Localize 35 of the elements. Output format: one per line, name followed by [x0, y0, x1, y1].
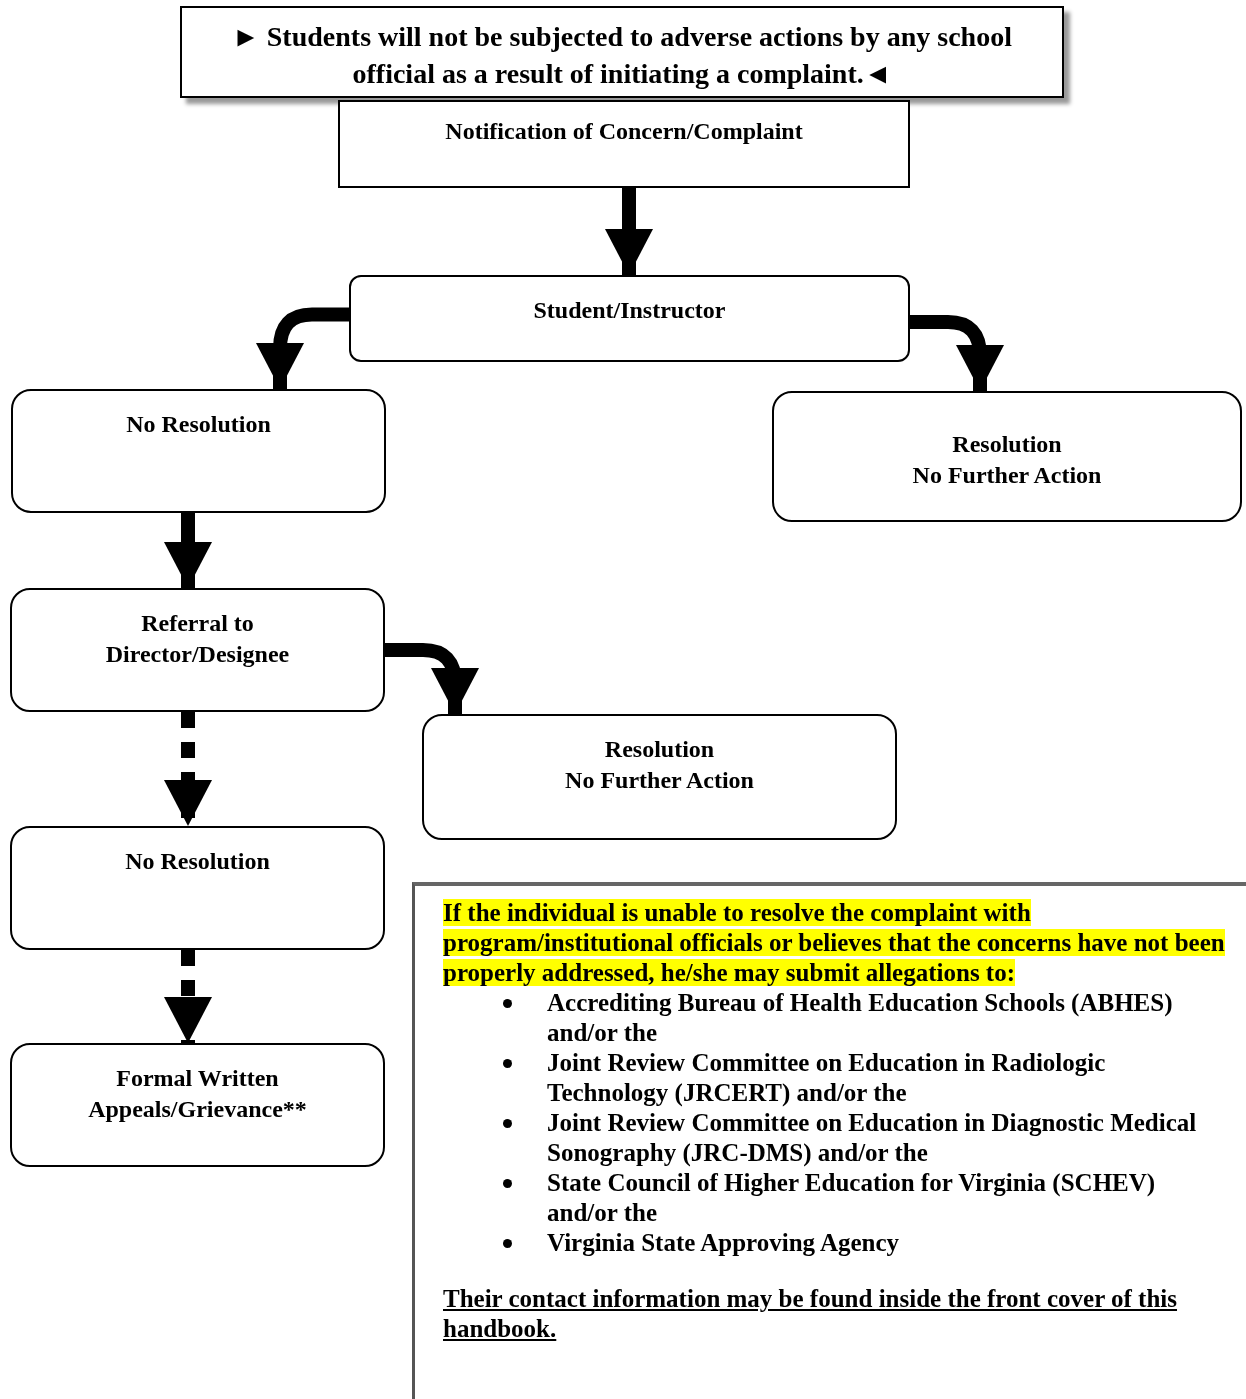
notice-banner: [180, 6, 1064, 98]
arrow: [605, 188, 653, 275]
process-box: [10, 1043, 385, 1167]
arrow: [256, 307, 349, 389]
process-box: [11, 389, 386, 513]
outcome-box: [422, 714, 897, 840]
outcome-box: [772, 391, 1242, 522]
node-label: Resolution: [951, 430, 1063, 459]
node-label: Formal Written Appeals/Grievance**: [87, 1064, 308, 1124]
node-label: No Further Action: [911, 461, 1103, 490]
arrow: [164, 513, 212, 588]
process-box: [10, 826, 385, 950]
arrow: [164, 950, 212, 1043]
agency-item: Joint Review Committee on Education in Diagnostic Medical Sonography (JRC-DMS) and/or the: [443, 1108, 1213, 1168]
process-box: [10, 588, 385, 712]
agency-item: State Council of Higher Education for Virginia (SCHEV) and/or the: [443, 1168, 1213, 1228]
node-label: Student/Instructor: [532, 296, 727, 325]
process-box: [338, 100, 910, 188]
node-label: Resolution: [603, 735, 716, 764]
node-label: No Resolution: [125, 410, 272, 439]
process-box: [349, 275, 910, 362]
contact-note: Their contact information may be found inside the front cover of this handbook.: [443, 1284, 1178, 1344]
arrow: [910, 315, 1004, 391]
node-label: No Resolution: [124, 847, 271, 876]
intro-text: If the individual is unable to resolve the complaint with program/institutional officials or believes that the concerns have not been properly addressed, he/she may submit allegations to:: [443, 898, 1226, 988]
agency-item: Virginia State Approving Agency: [443, 1228, 1213, 1258]
agency-item: Accrediting Bureau of Health Education Schools (ABHES) and/or the: [443, 988, 1213, 1048]
agency-item: Joint Review Committee on Education in Radiologic Technology (JRCERT) and/or the: [443, 1048, 1213, 1108]
node-label: No Further Action: [564, 766, 755, 795]
node-label: Referral to Director/Designee: [104, 609, 291, 669]
arrow: [385, 643, 479, 714]
arrow: [164, 712, 212, 826]
node-label: ► Students will not be subjected to adverse actions by any school official as a result of initiating a complaint.◄: [231, 20, 1013, 91]
node-label: Notification of Concern/Complaint: [444, 117, 804, 146]
note-box: [412, 882, 1246, 1399]
